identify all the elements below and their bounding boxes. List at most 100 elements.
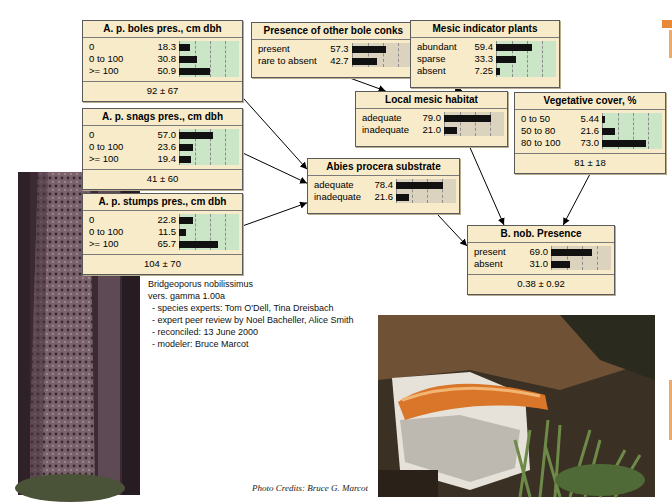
state-name: 0 to 50 — [521, 113, 571, 125]
bar-slot — [179, 53, 239, 65]
state-name: 0 — [89, 129, 148, 141]
netica-node: B. nob. Presencepresent69.0absent31.00.3… — [467, 225, 615, 295]
state-row: 018.3 — [89, 41, 239, 53]
netica-node: Abies procera substrateadequate78.4inade… — [307, 158, 460, 214]
bar-slot — [396, 191, 456, 203]
probability-bar — [352, 46, 386, 53]
state-row: rare to absent42.7 — [258, 55, 412, 67]
slide-frame — [669, 30, 672, 58]
influence-arrow — [350, 78, 386, 91]
probability-bar — [179, 68, 210, 75]
bar-slot — [352, 43, 412, 55]
probability-bar — [179, 144, 193, 151]
state-probability: 11.5 — [148, 226, 176, 238]
node-body: 0 to 505.4450 to 8021.680 to 10073.0 — [515, 110, 665, 153]
state-row: 0 to 10011.5 — [89, 226, 239, 238]
state-row: 0 to 505.44 — [521, 113, 662, 125]
state-probability: 57.0 — [148, 129, 176, 141]
state-probability: 7.25 — [465, 65, 493, 77]
state-probability: 19.4 — [148, 153, 176, 165]
note-text: vers. gamma 1.00a — [148, 291, 225, 302]
state-row: absent7.25 — [417, 65, 556, 77]
slide-frame — [662, 20, 672, 28]
state-row: present69.0 — [474, 246, 611, 258]
state-row: adequate78.4 — [314, 179, 456, 191]
grass — [555, 464, 645, 496]
note-text: - expert peer review by Noel Bacheller, … — [152, 315, 354, 326]
state-probability: 69.0 — [520, 246, 548, 258]
netica-node: Vegetative cover, %0 to 505.4450 to 8021… — [514, 92, 666, 174]
state-row: adequate79.0 — [362, 112, 504, 124]
bar-slot — [179, 238, 239, 250]
probability-bar — [551, 249, 592, 256]
state-name: 0 to 100 — [89, 141, 148, 153]
probability-bar — [179, 132, 213, 139]
state-row: abundant59.4 — [417, 41, 556, 53]
orange-conk — [402, 388, 540, 400]
node-title: A. p. snags pres., cm dbh — [83, 109, 242, 126]
state-probability: 21.6 — [365, 191, 393, 203]
grid-line — [597, 246, 598, 270]
state-probability: 78.4 — [365, 179, 393, 191]
node-title: Presence of other bole conks — [252, 23, 415, 40]
node-body: 022.80 to 10011.5>= 10065.7 — [83, 211, 242, 254]
shadow — [378, 470, 438, 497]
state-name: 0 to 100 — [89, 53, 148, 65]
tree-trunk — [28, 172, 48, 495]
state-probability: 79.0 — [413, 112, 441, 124]
netica-node: Mesic indicator plantsabundant59.4sparse… — [410, 20, 560, 88]
netica-node: Presence of other bole conkspresent57.3r… — [251, 22, 416, 78]
state-row: 0 to 10030.8 — [89, 53, 239, 65]
state-probability: 21.0 — [413, 124, 441, 136]
grid-line — [225, 214, 226, 250]
node-title: Vegetative cover, % — [515, 93, 665, 110]
bar-slot — [444, 112, 504, 124]
node-body: adequate79.0inadequate21.0 — [356, 109, 507, 146]
probability-bar — [396, 194, 409, 201]
state-row: 50 to 8021.6 — [521, 125, 662, 137]
bar-slot — [179, 214, 239, 226]
probability-bar — [444, 115, 491, 122]
state-probability: 23.6 — [148, 141, 176, 153]
influence-arrow — [243, 203, 307, 226]
state-row: 80 to 10073.0 — [521, 137, 662, 149]
bar-slot — [496, 53, 556, 65]
node-title: B. nob. Presence — [468, 226, 614, 243]
node-body: present69.0absent31.0 — [468, 243, 614, 274]
node-mean: 81 ± 18 — [515, 153, 665, 173]
netica-node: A. p. snags pres., cm dbh 057.00 to 10023… — [82, 108, 243, 190]
probability-bar — [179, 241, 218, 248]
state-name: >= 100 — [89, 153, 148, 165]
probability-bar — [444, 127, 457, 134]
tree-photo — [18, 172, 30, 495]
state-name: present — [474, 246, 520, 258]
state-row: inadequate21.0 — [362, 124, 504, 136]
state-probability: 57.3 — [321, 43, 349, 55]
node-title: A. p. stumps pres., cm dbh — [83, 194, 242, 211]
node-body: adequate78.4inadequate21.6 — [308, 176, 459, 213]
state-probability: 22.8 — [148, 214, 176, 226]
state-row: 022.8 — [89, 214, 239, 226]
grid-line — [398, 43, 399, 67]
foliage — [560, 315, 655, 380]
state-probability: 30.8 — [148, 53, 176, 65]
state-name: 80 to 100 — [521, 137, 571, 149]
grid-line — [225, 41, 226, 77]
bar-slot — [352, 55, 412, 67]
node-title: A. p. boles pres., cm dbh — [83, 21, 242, 38]
probability-bar — [179, 156, 191, 163]
probability-bar — [396, 182, 443, 189]
state-row: inadequate21.6 — [314, 191, 456, 203]
probability-bar — [179, 229, 186, 236]
state-probability: 59.4 — [465, 41, 493, 53]
state-row: 0 to 10023.6 — [89, 141, 239, 153]
influence-arrow — [243, 98, 307, 169]
bar-slot — [179, 41, 239, 53]
influence-arrow — [470, 147, 504, 225]
state-probability: 33.3 — [465, 53, 493, 65]
bar-slot — [179, 65, 239, 77]
state-probability: 31.0 — [520, 258, 548, 270]
node-body: 018.30 to 10030.8>= 10050.9 — [83, 38, 242, 81]
state-name: adequate — [314, 179, 365, 191]
node-body: abundant59.4sparse33.3absent7.25 — [411, 38, 559, 87]
